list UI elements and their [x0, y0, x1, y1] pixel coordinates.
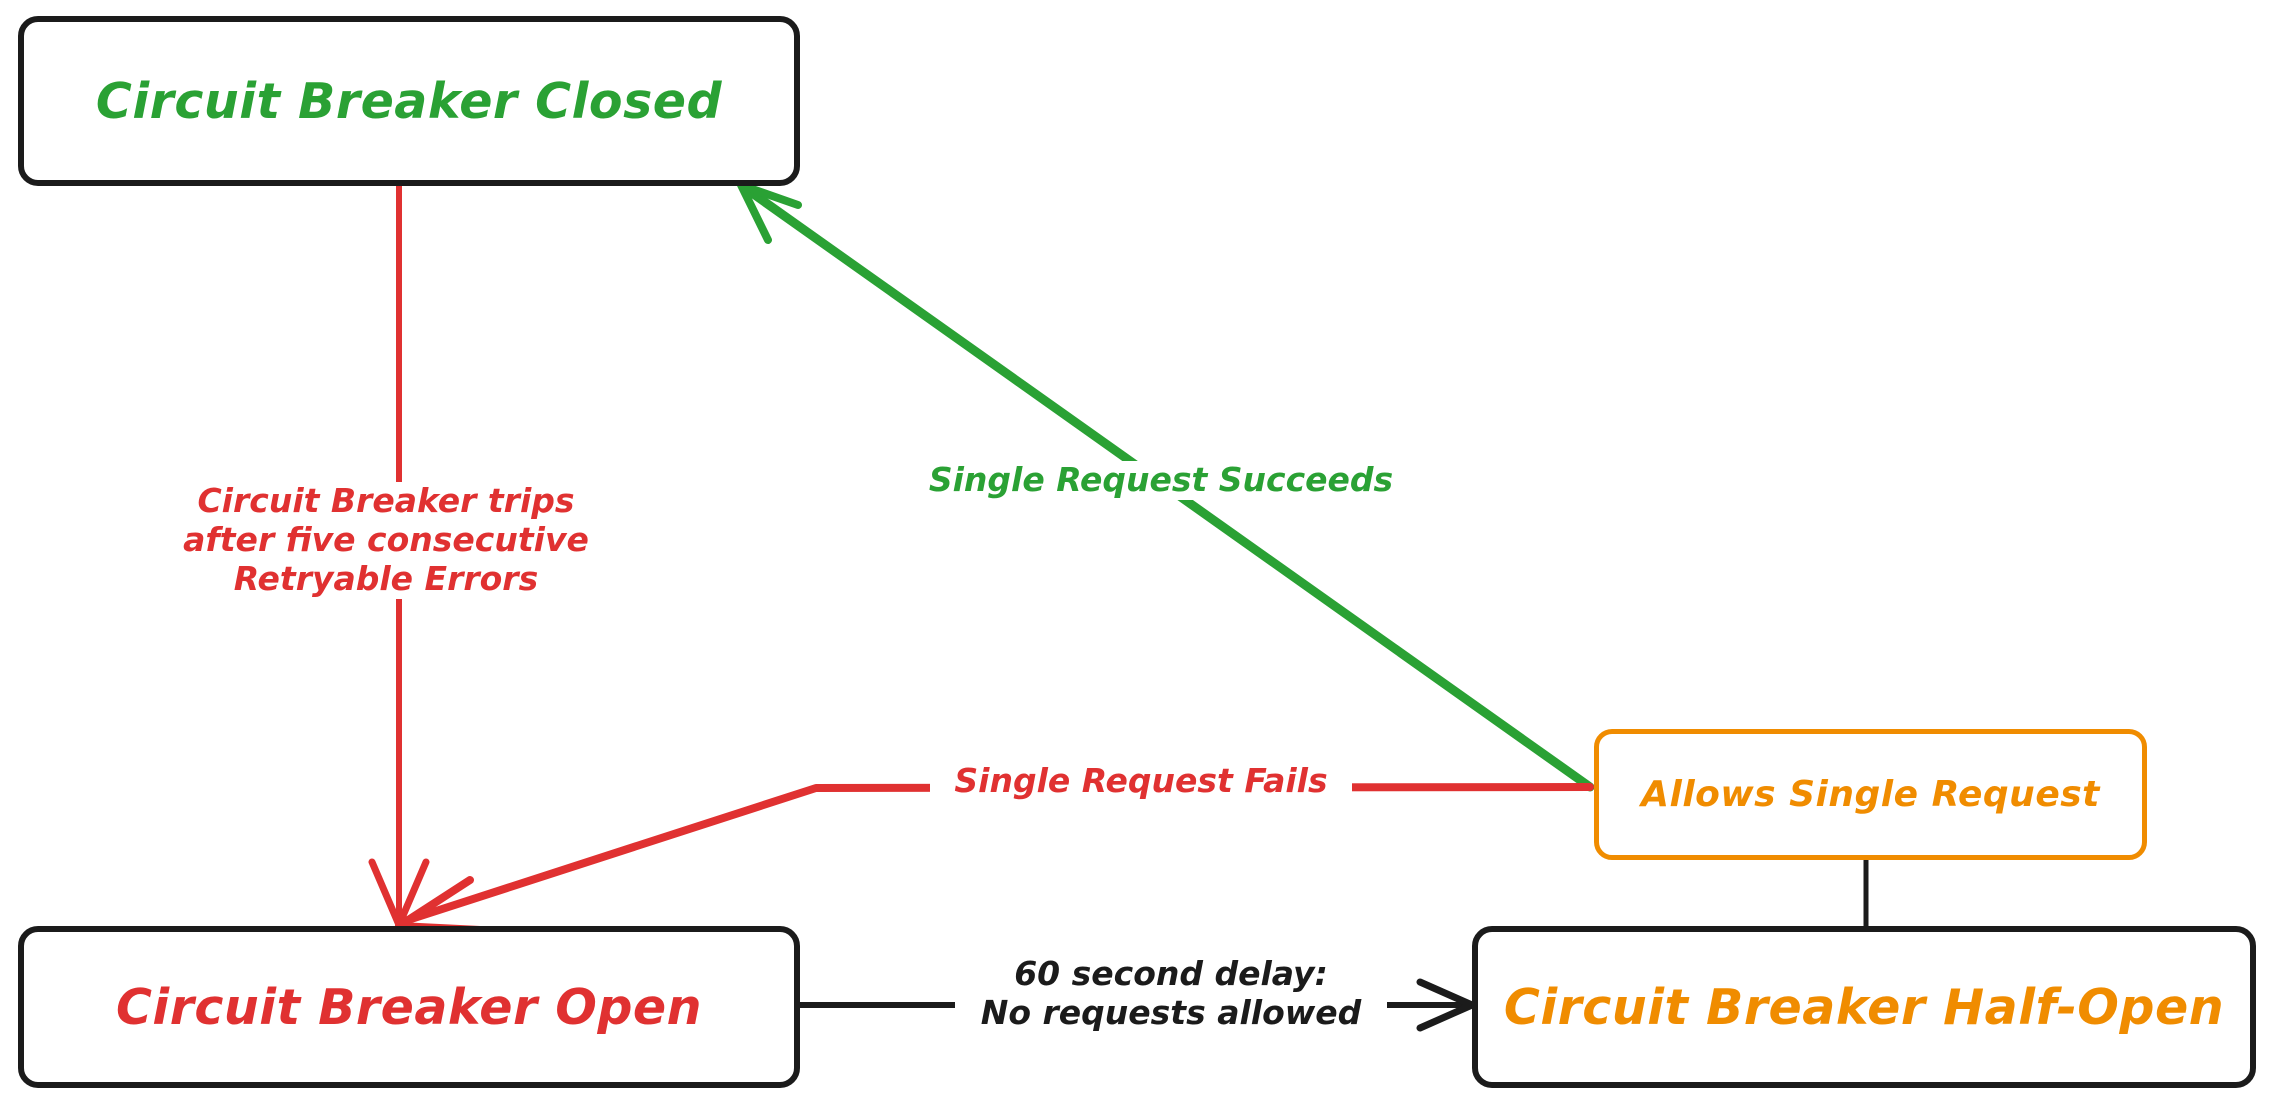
- edge-label-line: Circuit Breaker trips: [197, 481, 575, 520]
- edge-label-single-request-fails: Single Request Fails: [930, 761, 1352, 801]
- node-label: Circuit Breaker Closed: [95, 72, 723, 130]
- edge-label-line: Retryable Errors: [233, 558, 539, 598]
- edge-label-line: Single Request Succeeds: [928, 460, 1394, 499]
- edge-label-line: Single Request Fails: [954, 761, 1328, 800]
- node-label: Allows Single Request: [1641, 773, 2100, 815]
- node-label: Circuit Breaker Open: [115, 978, 703, 1036]
- edge-label-line: after five consecutive: [183, 519, 589, 559]
- edge-label-line: 60 second delay:: [1014, 954, 1328, 993]
- edge-allows-to-open: [395, 783, 1594, 934]
- node-circuit-breaker-closed[interactable]: Circuit Breaker Closed: [18, 16, 800, 186]
- node-circuit-breaker-open[interactable]: Circuit Breaker Open: [18, 926, 800, 1088]
- node-label: Circuit Breaker Half-Open: [1503, 978, 2225, 1036]
- edge-label-60-second-delay: 60 second delay: No requests allowed: [955, 954, 1387, 1033]
- edge-label-single-request-succeeds: Single Request Succeeds: [905, 460, 1417, 500]
- edge-label-circuit-breaker-trips: Circuit Breaker trips after five consecu…: [170, 481, 602, 599]
- node-allows-single-request[interactable]: Allows Single Request: [1594, 729, 2147, 860]
- edge-label-line: No requests allowed: [980, 992, 1362, 1032]
- node-circuit-breaker-half-open[interactable]: Circuit Breaker Half-Open: [1472, 926, 2256, 1088]
